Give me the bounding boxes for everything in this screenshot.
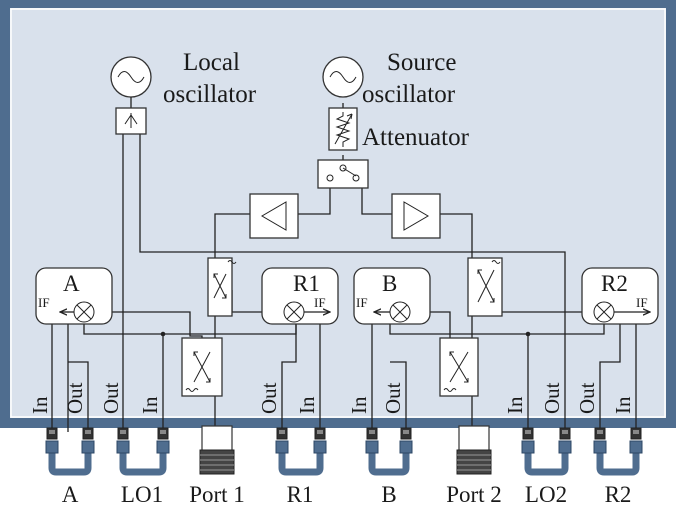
coupler-icon <box>185 351 211 392</box>
receiver-r2: R2 IF <box>581 267 659 325</box>
coupler-icon <box>213 260 237 299</box>
receiver-r1-if: IF <box>314 295 326 310</box>
jumper-cable-icon[interactable] <box>119 446 167 476</box>
receiver-r2-name: R2 <box>601 271 628 296</box>
receiver-r1: R1 IF <box>261 267 339 325</box>
port1-connector[interactable] <box>199 425 235 475</box>
port-label-lo1-in: In <box>138 396 162 414</box>
receiver-b: B IF <box>353 267 431 325</box>
receiver-a-name: A <box>63 271 80 296</box>
port-label-b-out: Out <box>381 382 405 414</box>
front-label-lo2: LO2 <box>525 482 567 507</box>
attenuator-label: Attenuator <box>362 124 470 151</box>
port-label-lo1-out: Out <box>99 382 123 414</box>
local-oscillator <box>110 56 152 135</box>
port-label-b-in: In <box>347 396 371 414</box>
amplifier-icon <box>403 201 429 231</box>
front-label-port1: Port 1 <box>189 482 245 507</box>
switch-icon <box>326 164 360 182</box>
amplifier-port2 <box>391 193 441 239</box>
source-left-wire <box>298 188 331 215</box>
jumper-cable-icon[interactable] <box>48 446 92 476</box>
source-osc-label-2: oscillator <box>362 81 456 108</box>
port-label-r1-out: Out <box>257 382 281 414</box>
lo-distribution-wire <box>139 134 566 432</box>
jumper-cable-icon[interactable] <box>278 446 324 476</box>
attenuator-icon <box>334 112 353 147</box>
receiver-r2-if: IF <box>636 295 648 310</box>
front-panel-connectors <box>46 427 642 440</box>
amplifier-icon <box>261 201 287 231</box>
front-label-a: A <box>62 482 79 507</box>
source-right-wire <box>361 188 392 215</box>
receiver-r1-name: R1 <box>293 271 320 296</box>
receiver-a: A IF <box>35 267 113 325</box>
front-label-lo1: LO1 <box>121 482 163 507</box>
rf-switch <box>317 159 369 189</box>
port-label-a-out: Out <box>63 382 87 414</box>
receiver-b-if: IF <box>356 295 368 310</box>
front-label-b: B <box>381 482 396 507</box>
port-label-a-in: In <box>28 396 52 414</box>
jumper-cable-icon[interactable] <box>524 446 569 476</box>
sine-wave-icon <box>117 71 145 83</box>
source-oscillator <box>322 56 364 151</box>
front-label-r1: R1 <box>287 482 314 507</box>
port-label-lo2-in: In <box>503 396 527 414</box>
source-osc-label-1: Source <box>387 49 456 76</box>
coupler-port2-lower <box>439 337 479 397</box>
port2-connector[interactable] <box>456 425 492 475</box>
coupler-port2-upper <box>467 257 503 317</box>
splitter-icon <box>124 113 138 128</box>
coupler-port1-lower <box>181 337 223 397</box>
front-label-r2: R2 <box>605 482 632 507</box>
coupler-icon <box>477 260 501 303</box>
sine-wave-icon <box>329 71 357 83</box>
port-label-r1-in: In <box>295 396 319 414</box>
coupler-icon <box>443 351 469 392</box>
port-label-r2-out: Out <box>575 382 599 414</box>
jumper-cables <box>45 440 643 476</box>
receiver-b-name: B <box>382 271 397 296</box>
jumper-cable-icon[interactable] <box>368 446 410 476</box>
front-label-port2: Port 2 <box>446 482 502 507</box>
jumper-cable-icon[interactable] <box>596 446 640 476</box>
amplifier-port1 <box>249 193 299 239</box>
coupler-port1-upper <box>207 257 237 317</box>
local-osc-label-2: oscillator <box>163 81 257 108</box>
port-label-r2-in: In <box>611 396 635 414</box>
port-label-lo2-out: Out <box>540 382 564 414</box>
local-osc-label-1: Local <box>183 49 240 76</box>
receiver-a-if: IF <box>38 295 50 310</box>
